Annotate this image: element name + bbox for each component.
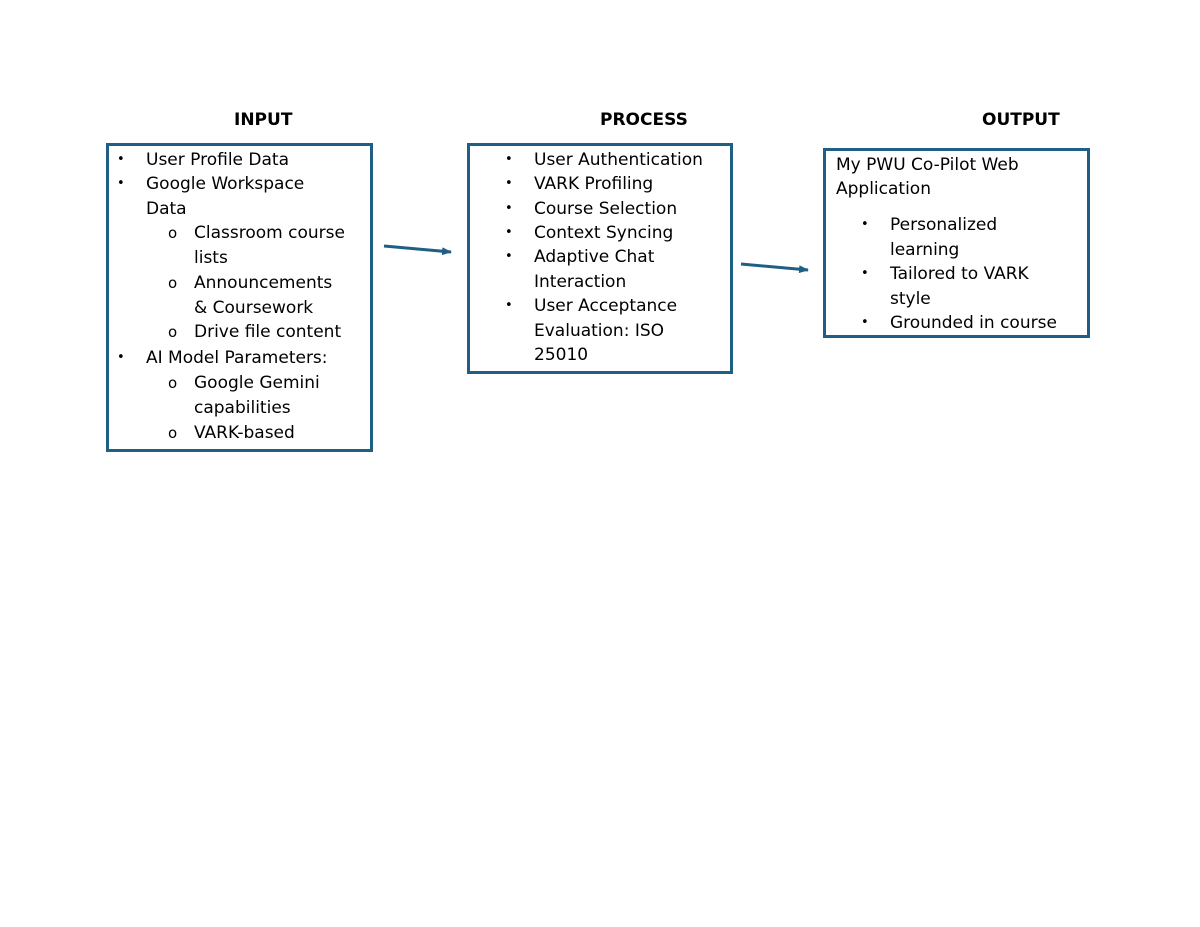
- bullet-marker: •: [505, 152, 513, 167]
- sub-bullet-marker: o: [168, 224, 178, 242]
- input-subitem-gemini-cont: capabilities: [194, 398, 291, 418]
- process-item-user-acceptance-cont: Evaluation: ISO: [534, 321, 665, 341]
- bullet-marker: •: [861, 217, 869, 232]
- process-item-course-selection: Course Selection: [534, 199, 678, 219]
- output-item-tailored-cont: style: [890, 289, 931, 309]
- bullet-marker: •: [505, 176, 513, 191]
- arrow-input-to-process: [383, 244, 452, 256]
- output-item-personalized-cont: learning: [890, 240, 960, 260]
- bullet-marker: •: [505, 225, 513, 240]
- bullet-marker: •: [861, 315, 869, 330]
- output-heading: OUTPUT: [982, 110, 1060, 130]
- input-heading: INPUT: [234, 110, 293, 130]
- process-item-adaptive-chat-cont: Interaction: [534, 272, 627, 292]
- sub-bullet-marker: o: [168, 274, 178, 292]
- input-item-google-workspace: Google Workspace: [146, 174, 305, 194]
- sub-bullet-marker: o: [168, 323, 178, 341]
- bullet-marker: •: [117, 350, 125, 365]
- process-heading: PROCESS: [600, 110, 688, 130]
- bullet-marker: •: [505, 298, 513, 313]
- input-subitem-gemini: Google Gemini: [194, 373, 320, 393]
- bullet-marker: •: [861, 266, 869, 281]
- input-item-user-profile: User Profile Data: [146, 150, 290, 170]
- output-item-personalized: Personalized: [890, 215, 998, 235]
- bullet-marker: •: [505, 201, 513, 216]
- input-subitem-classroom: Classroom course: [194, 223, 345, 243]
- bullet-marker: •: [117, 152, 125, 167]
- bullet-marker: •: [505, 249, 513, 264]
- input-subitem-drive: Drive file content: [194, 322, 342, 342]
- output-title-cont: Application: [836, 179, 931, 199]
- input-item-google-workspace-cont: Data: [146, 199, 187, 219]
- input-subitem-classroom-cont: lists: [194, 248, 228, 268]
- output-item-grounded: Grounded in course: [890, 313, 1057, 333]
- process-item-adaptive-chat: Adaptive Chat: [534, 247, 655, 267]
- process-box: [467, 143, 733, 374]
- output-item-tailored: Tailored to VARK: [890, 264, 1029, 284]
- process-item-authentication: User Authentication: [534, 150, 703, 170]
- input-subitem-announcements: Announcements: [194, 273, 333, 293]
- process-item-user-acceptance-cont2: 25010: [534, 345, 589, 365]
- process-item-context-syncing: Context Syncing: [534, 223, 674, 243]
- bullet-marker: •: [117, 176, 125, 191]
- sub-bullet-marker: o: [168, 374, 178, 392]
- input-subitem-vark: VARK-based: [194, 423, 295, 443]
- arrow-process-to-output: [740, 262, 809, 274]
- output-title: My PWU Co-Pilot Web: [836, 155, 1019, 175]
- output-box: [823, 148, 1090, 338]
- process-item-user-acceptance: User Acceptance: [534, 296, 678, 316]
- input-item-ai-model: AI Model Parameters:: [146, 348, 328, 368]
- input-subitem-announcements-cont: & Coursework: [194, 298, 314, 318]
- input-box: [106, 143, 373, 452]
- sub-bullet-marker: o: [168, 424, 178, 442]
- process-item-vark-profiling: VARK Profiling: [534, 174, 654, 194]
